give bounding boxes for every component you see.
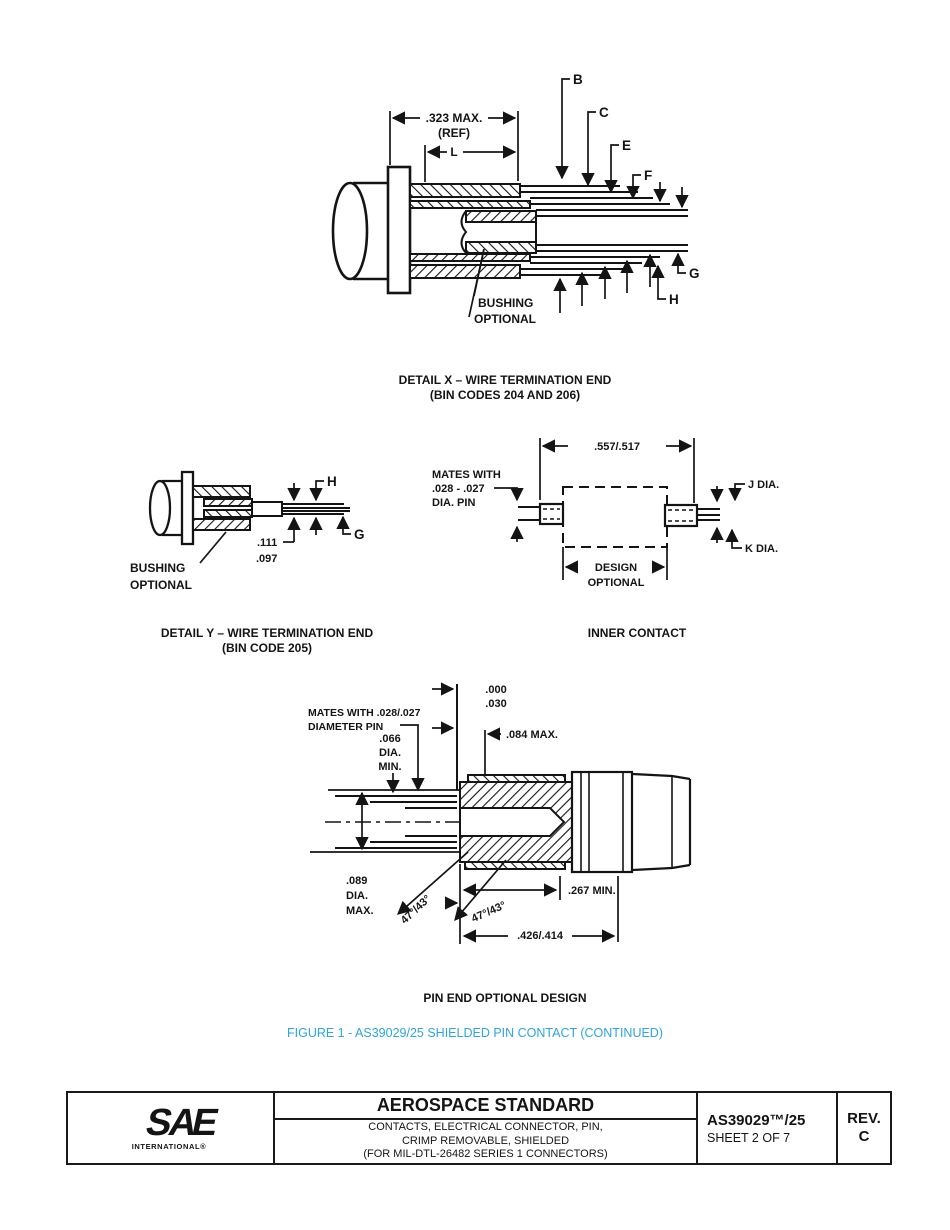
standard-title: AEROSPACE STANDARD: [275, 1093, 696, 1120]
mates-line1: MATES WITH: [432, 469, 501, 481]
detail-x-drawing: .323 MAX. (REF) L B C E F G: [331, 72, 700, 326]
dim-089-dia-label: DIA.: [346, 890, 368, 902]
design-label-2: OPTIONAL: [588, 577, 645, 589]
sheet-number: SHEET 2 OF 7: [707, 1130, 791, 1145]
detail-x-caption-line2: (BIN CODES 204 AND 206): [429, 388, 581, 402]
document-number: AS39029™/25: [707, 1111, 806, 1129]
document-number-cell: AS39029™/25 SHEET 2 OF 7: [696, 1093, 836, 1163]
pin-body: [459, 770, 692, 874]
inner-contact-caption-line: INNER CONTACT: [587, 626, 687, 640]
bushing-callout: BUSHING OPTIONAL: [130, 531, 227, 592]
standard-subtitle-line3: (FOR MIL-DTL-26482 SERIES 1 CONNECTORS): [363, 1148, 608, 1161]
detail-y-caption-line2: (BIN CODE 205): [221, 641, 313, 655]
angle-label-2: 47°/43°: [470, 899, 508, 925]
dimension-557: .557/.517: [539, 438, 695, 503]
dimension-084: .084 MAX.: [486, 727, 558, 741]
dimension-066: .066 DIA. MIN.: [378, 733, 402, 794]
standard-title-cell: AEROSPACE STANDARD CONTACTS, ELECTRICAL …: [273, 1093, 696, 1163]
dim-066-min-label: MIN.: [378, 761, 401, 773]
mates-line2: .028 - .027: [432, 483, 485, 495]
detail-x-caption-line1: DETAIL X – WIRE TERMINATION END: [398, 373, 612, 387]
sae-logo: S A E INTERNATIONAL®: [131, 1102, 222, 1151]
dimension-callouts: H .111 .097 G: [256, 474, 365, 565]
mates-line1: MATES WITH .028/.027: [308, 707, 421, 719]
dimension-267: .267 MIN.: [462, 876, 616, 900]
detail-y-caption-line1: DETAIL Y – WIRE TERMINATION END: [160, 626, 374, 640]
mates-line2: DIAMETER PIN: [308, 721, 383, 733]
dimension-l: L: [424, 145, 517, 182]
mates-with-callout: MATES WITH .028/.027 DIAMETER PIN: [308, 707, 425, 792]
pin-end-drawing: .000 .030 MATES WITH .028/.027 DIAMETER …: [308, 682, 692, 944]
inner-contact-drawing: .557/.517 MATES WITH .028 - .027 DIA. PI…: [432, 438, 779, 589]
revision-cell: REV. C: [836, 1093, 890, 1163]
dim-097-label: .097: [256, 553, 277, 565]
dim-089-max-label: MAX.: [346, 905, 374, 917]
label-f: F: [644, 168, 652, 183]
datum-lines: [456, 684, 486, 944]
dim-557-label: .557/.517: [594, 441, 640, 453]
title-block: S A E INTERNATIONAL® AEROSPACE STANDARD …: [66, 1091, 892, 1165]
dimension-426: .426/.414: [462, 876, 619, 943]
label-b: B: [573, 72, 583, 87]
connector-body: [331, 165, 537, 295]
standard-subtitle-line1: CONTACTS, ELECTRICAL CONNECTOR, PIN,: [368, 1121, 603, 1134]
label-c: C: [599, 105, 609, 120]
label-e: E: [622, 138, 631, 153]
revision-value: C: [858, 1128, 870, 1145]
design-label-1: DESIGN: [595, 562, 637, 574]
bushing-callout: BUSHING OPTIONAL: [468, 248, 536, 326]
wire-strands: [520, 185, 688, 276]
label-h: H: [327, 474, 337, 489]
dim-323-label: .323 MAX.: [426, 111, 483, 125]
label-h: H: [669, 292, 679, 307]
dim-066-label: .066: [379, 733, 400, 745]
detail-x-caption: DETAIL X – WIRE TERMINATION END (BIN COD…: [305, 373, 705, 403]
label-g: G: [354, 527, 365, 542]
bushing-label-2: OPTIONAL: [474, 312, 536, 326]
detail-y-drawing: H .111 .097 G BUSHING OPTIONAL: [130, 470, 365, 592]
standard-subtitle: CONTACTS, ELECTRICAL CONNECTOR, PIN, CRI…: [275, 1120, 696, 1163]
mates-line3: DIA. PIN: [432, 497, 475, 509]
detail-y-caption: DETAIL Y – WIRE TERMINATION END (BIN COD…: [117, 626, 417, 656]
j-dia-label: J DIA.: [748, 479, 779, 491]
dim-030-label: .030: [485, 698, 506, 710]
pin-end-caption-line: PIN END OPTIONAL DESIGN: [423, 991, 587, 1005]
k-dia-label: K DIA.: [745, 543, 778, 555]
dim-267-label: .267 MIN.: [568, 885, 616, 897]
dim-066-dia-label: DIA.: [379, 747, 401, 759]
label-g: G: [689, 266, 700, 281]
pin-end-caption: PIN END OPTIONAL DESIGN: [305, 991, 705, 1006]
figure-caption: FIGURE 1 - AS39029/25 SHIELDED PIN CONTA…: [286, 1026, 663, 1040]
contact-outline: [518, 486, 720, 548]
j-k-dia-callouts: J DIA. K DIA.: [710, 479, 779, 555]
dim-ref-label: (REF): [438, 126, 470, 140]
dim-084-label: .084 MAX.: [506, 729, 558, 741]
dimension-323: .323 MAX. (REF): [389, 111, 519, 181]
bushing-label-1: BUSHING: [130, 561, 185, 575]
connector-body: [148, 470, 283, 546]
dimension-089: .089 DIA. MAX.: [310, 789, 460, 917]
standard-subtitle-line2: CRIMP REMOVABLE, SHIELDED: [401, 1134, 570, 1147]
wire-strands: [282, 503, 350, 515]
sae-logo-cell: S A E INTERNATIONAL®: [68, 1093, 273, 1163]
mates-with-callout: MATES WITH .028 - .027 DIA. PIN: [432, 469, 524, 542]
dimension-000-030: .000 .030: [432, 682, 507, 735]
dim-089-label: .089: [346, 875, 367, 887]
bushing-label-1: BUSHING: [478, 296, 533, 310]
dim-111-label: .111: [257, 537, 277, 549]
callout-letters: B C E F G H: [553, 72, 700, 313]
dim-426-label: .426/.414: [517, 930, 564, 942]
dim-l-label: L: [450, 145, 457, 159]
dim-000-label: .000: [485, 684, 506, 696]
revision-label: REV.: [847, 1110, 881, 1127]
inner-contact-caption: INNER CONTACT: [487, 626, 787, 641]
sae-logo-international: INTERNATIONAL®: [131, 1142, 206, 1151]
bushing-label-2: OPTIONAL: [130, 578, 192, 592]
design-optional-callout: DESIGN OPTIONAL: [562, 547, 668, 589]
